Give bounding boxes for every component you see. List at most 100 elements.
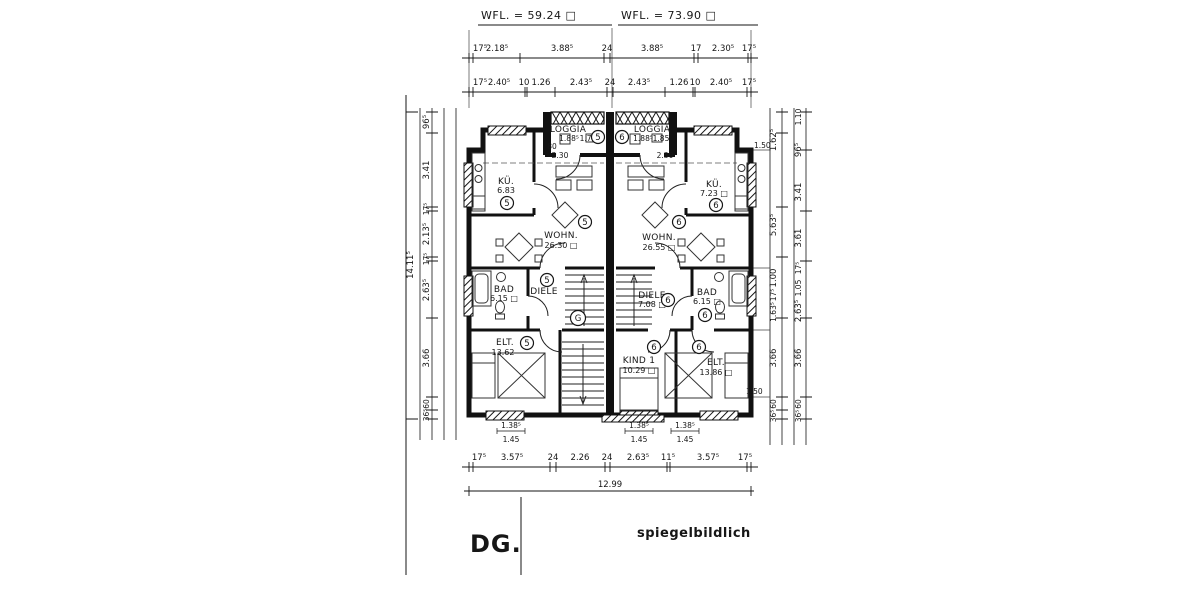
armchair (555, 179, 572, 191)
dim-ticks (468, 462, 752, 472)
dimension-chain-top-row1: 17⁵ 2.18⁵ 3.88⁵ 24 3.88⁵ 17 2.30⁵ 17⁵ (462, 44, 758, 63)
dim-text: 24 (548, 453, 559, 463)
unit-badges (499, 129, 724, 355)
chair (677, 254, 686, 263)
dim-ticks (496, 428, 526, 434)
stove (734, 195, 749, 210)
room-label-hall-left: DIELE (530, 287, 557, 297)
dim-text: 3.66 (794, 349, 804, 368)
dim-text: 3.88⁵ (551, 44, 573, 54)
dim-ticks (670, 428, 700, 434)
dim-text: 36⁵ (769, 410, 778, 423)
dim-text: 10 (690, 78, 701, 88)
chain-lines (419, 108, 457, 440)
dim-text: 3.41 (794, 183, 804, 202)
dim-text: 1.10 (794, 108, 803, 125)
dim-text: 3.57⁵ (501, 453, 523, 463)
dim-text: 11⁵ (661, 453, 675, 463)
stair-badge-g: G (575, 314, 582, 324)
dim-text: 3.66 (769, 349, 779, 368)
dim-text: 3.41 (422, 161, 432, 180)
connector-lines (751, 149, 770, 398)
dim-total-ticks (468, 486, 752, 496)
loggia-furniture (651, 133, 663, 143)
toilet-tank (715, 313, 725, 320)
party-wall (606, 112, 614, 415)
kitchen-counter (734, 152, 749, 212)
dim-text: 2.26 (571, 453, 590, 463)
unit-badge-5: 5 (524, 339, 529, 349)
unit-badge-5: 5 (504, 199, 509, 209)
room-area-living-left: 26.30 □ (544, 241, 577, 250)
dim-text: 3.61 (794, 229, 804, 248)
room-area-bath-right: 6.15 □ (693, 297, 721, 306)
room-area-kitchen-left: 6.83 (497, 186, 515, 195)
room-label-child1: KIND 1 (623, 356, 656, 366)
dim-text: 36⁵ (794, 410, 803, 423)
loggia-dim: 80 (547, 142, 557, 151)
badge-circle (590, 129, 606, 145)
dim-text: 2.63⁵ (422, 279, 432, 301)
dim-text: 1.50 (754, 141, 771, 150)
door-dimensions: 1.38⁵ 1.45 1.38⁵ 1.45 1.38⁵ 1.45 (496, 421, 700, 444)
room-area-hall-right: 7.08 □ (638, 300, 666, 309)
dimension-chain-right: 1.62⁵ 5.63⁵ 1.00 17⁵ 1.63⁵ 3.66 60 36⁵ 1… (746, 108, 812, 445)
loggia-furniture (629, 133, 641, 145)
staircase-lower (562, 341, 604, 406)
dim-ticks (468, 87, 752, 97)
dim-text: 17⁵ (472, 453, 486, 463)
room-area-child1: 10.29 □ (622, 366, 655, 375)
badge-circle (577, 214, 593, 230)
chain-lines (769, 108, 807, 445)
loggia-railing-left (550, 111, 605, 125)
dim-text: 17⁵ (738, 453, 752, 463)
wfl-right-label: WFL. = 73.90 □ (621, 9, 716, 22)
unit-badge-5: 5 (582, 218, 587, 228)
dim-text: 10 (519, 78, 530, 88)
toilet (495, 300, 505, 314)
dim-text: 24 (602, 44, 613, 54)
badge-circle (539, 272, 555, 288)
furniture-right (619, 133, 749, 411)
sink-basin (474, 175, 483, 183)
dim-text: 60 (794, 399, 803, 409)
dim-text: 1.50 (746, 387, 763, 396)
dim-text: 60 (422, 399, 431, 409)
badge-circle (697, 307, 713, 323)
dim-text: 1.38⁵ (675, 421, 695, 430)
interior-walls-right (616, 130, 751, 415)
dim-text: 2.40⁵ (710, 78, 732, 88)
stove (471, 195, 486, 210)
floor-label: DG. (470, 530, 522, 558)
dim-text: 2.40⁵ (488, 78, 510, 88)
room-label-bath-left: BAD (494, 285, 514, 295)
washbasin (714, 272, 724, 282)
dim-text: 1.45 (503, 435, 520, 444)
wardrobe (497, 352, 546, 399)
unit-badge-5: 5 (595, 133, 600, 143)
unit-badge-6: 6 (651, 343, 656, 353)
interior-walls-left (469, 130, 604, 415)
child-bed (619, 367, 659, 411)
room-label-loggia-right: LOGGIA (634, 125, 671, 135)
dimension-chain-left: 96⁵ 3.41 17⁵ 2.13⁵ 17⁵ 2.63⁵ 3.66 60 36⁵… (405, 95, 457, 575)
dim-text: 96⁵ (422, 115, 432, 129)
building-plan (463, 111, 757, 423)
dim-text: 2.63⁵ (794, 300, 804, 322)
badge-circle (671, 214, 687, 230)
loggia-pier-left (543, 112, 551, 155)
room-label-kitchen-left: KÜ. (498, 176, 514, 187)
badge-circle (646, 339, 662, 355)
loggia-dim: 2.30 (552, 151, 569, 160)
dim-text: 17⁵ (742, 44, 756, 54)
window-bottom-right (699, 410, 739, 421)
bottom-dormer-section (601, 414, 665, 423)
dim-text: 1.62⁵ (769, 129, 779, 151)
dim-text: 1.63⁵ (769, 302, 778, 322)
room-label-kitchen-right: KÜ. (706, 179, 722, 190)
dim-text: 17⁵ (422, 253, 431, 266)
room-label-bath-right: BAD (697, 288, 717, 298)
chair (534, 238, 543, 247)
chair (677, 238, 686, 247)
wardrobe (664, 352, 713, 399)
